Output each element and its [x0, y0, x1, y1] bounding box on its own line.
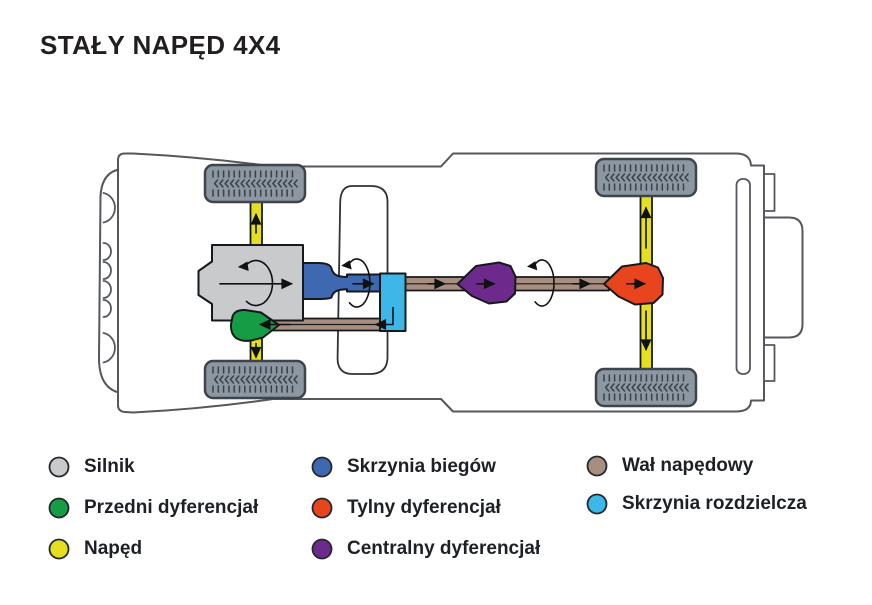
engine-block — [197, 244, 304, 322]
tire-front-left — [203, 163, 307, 204]
front-grille-icon — [102, 192, 116, 364]
tire-tread-pattern — [212, 164, 689, 401]
front-differential — [229, 308, 280, 342]
taillight-bottom — [763, 344, 776, 382]
transfer-case-swatch-icon — [586, 493, 608, 515]
engine-swatch-icon — [48, 456, 70, 478]
tire-rear-left — [594, 157, 698, 198]
drive-swatch-icon — [48, 538, 70, 560]
legend-item-front-diff: Przedni dyferencjał — [48, 497, 258, 519]
legend-item-drive-shaft: Wał napędowy — [586, 455, 753, 477]
legend-label: Napęd — [84, 538, 143, 559]
legend-label: Przedni dyferencjał — [84, 497, 259, 518]
legend-label: Wał napędowy — [622, 455, 754, 476]
legend-item-rear-diff: Tylny dyferencjał — [311, 497, 501, 519]
drive-shaft-swatch-icon — [586, 455, 608, 477]
rotation-arrowheads — [237, 260, 538, 271]
taillight-top — [763, 173, 776, 212]
legend-item-engine: Silnik — [48, 456, 135, 478]
legend-label: Skrzynia biegów — [347, 456, 496, 477]
legend-label: Tylny dyferencjał — [347, 497, 501, 518]
arrow-transfer-case-icon — [374, 306, 394, 330]
tire-front-right — [203, 359, 307, 400]
legend-item-drive: Napęd — [48, 538, 142, 560]
front-diff-swatch-icon — [48, 497, 70, 519]
axle-arrows — [250, 206, 652, 359]
rotation-arrow-shaft-icon — [534, 259, 555, 307]
tailgate — [763, 216, 804, 339]
gearbox-swatch-icon — [311, 456, 333, 478]
tire-rear-right — [594, 367, 698, 408]
legend-item-central-diff: Centralny dyferencjał — [311, 538, 540, 560]
legend-label: Skrzynia rozdzielcza — [622, 493, 807, 514]
rear-window — [735, 178, 751, 375]
rear-diff-swatch-icon — [311, 497, 333, 519]
legend-label: Centralny dyferencjał — [347, 538, 541, 559]
legend-label: Silnik — [84, 456, 135, 477]
legend-item-transfer-case: Skrzynia rozdzielcza — [586, 493, 807, 515]
legend-item-gearbox: Skrzynia biegów — [311, 456, 496, 478]
rotation-arrows — [245, 258, 555, 308]
rotation-arrow-gearbox-icon — [348, 258, 371, 308]
page-title: STAŁY NAPĘD 4X4 — [40, 30, 281, 60]
central-diff-swatch-icon — [311, 538, 333, 560]
rotation-arrow-engine-icon — [245, 259, 274, 307]
